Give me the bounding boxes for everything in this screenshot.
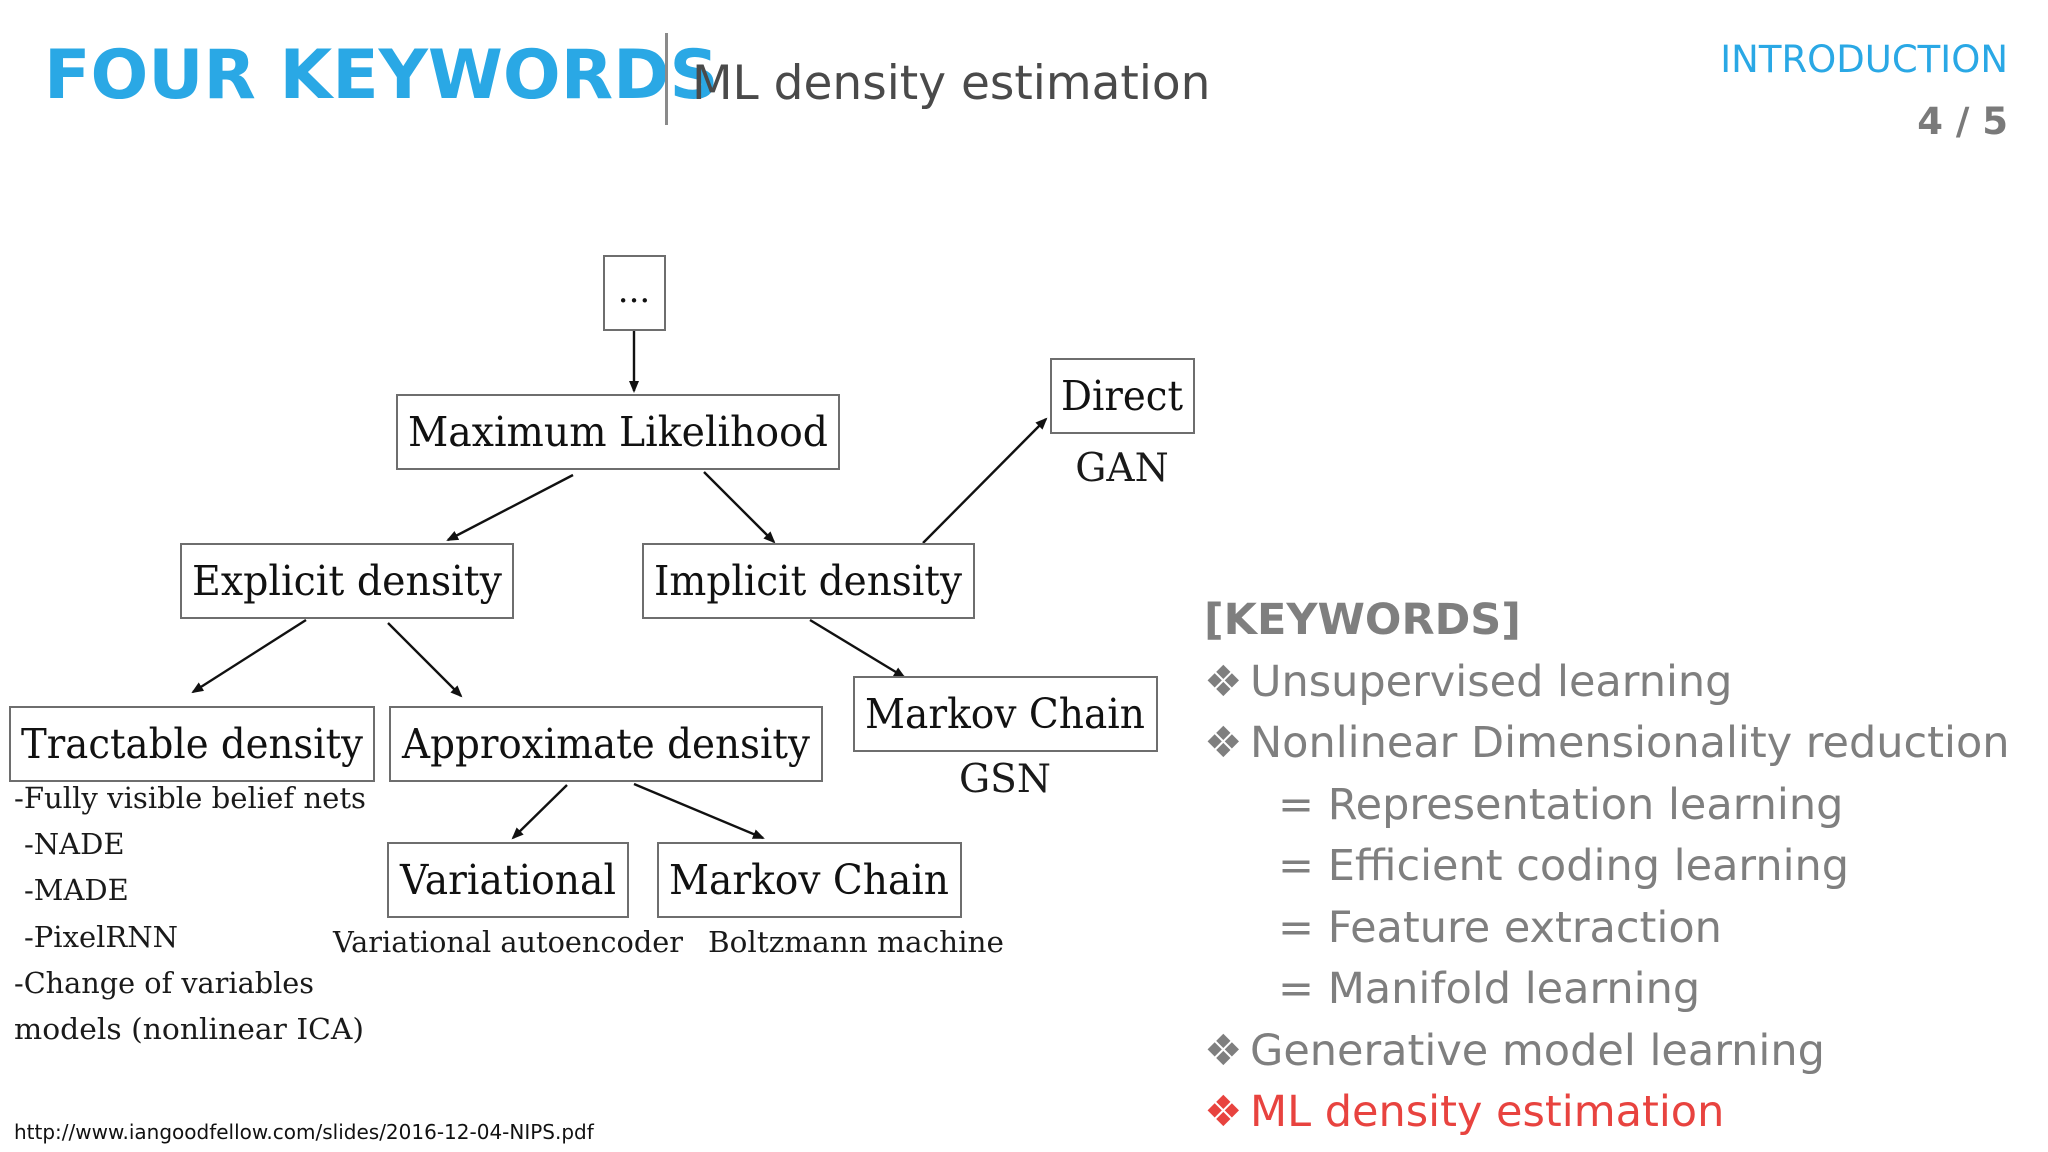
keywords-heading: [KEYWORDS] xyxy=(1204,595,1521,645)
edge-implicit-to-direct xyxy=(922,417,1048,544)
tractable-model-item: -MADE xyxy=(24,873,129,907)
keyword-label: ML density estimation xyxy=(1250,1087,1725,1137)
node-implicit-density: Implicit density xyxy=(642,543,975,619)
slide-title: FOUR KEYWORDS xyxy=(44,36,719,115)
tractable-model-item: -NADE xyxy=(24,827,125,861)
keywords-panel: [KEYWORDS] ❖Unsupervised learning ❖Nonli… xyxy=(1204,590,2010,1144)
node-approximate-density: Approximate density xyxy=(389,706,823,782)
tractable-model-item: -PixelRNN xyxy=(24,920,178,954)
node-approximate-density-label: Approximate density xyxy=(401,720,811,768)
node-ellipsis-label: ... xyxy=(618,271,650,311)
node-maximum-likelihood: Maximum Likelihood xyxy=(396,394,840,470)
source-url: http://www.iangoodfellow.com/slides/2016… xyxy=(14,1120,594,1144)
node-tractable-density: Tractable density xyxy=(9,706,375,782)
edge-explicit-to-approximate xyxy=(387,622,463,698)
page-counter: 4 / 5 xyxy=(1917,100,2008,143)
method-gan: GAN xyxy=(1075,446,1168,491)
keyword-synonym: = Feature extraction xyxy=(1278,902,1722,953)
method-gsn: GSN xyxy=(959,757,1051,802)
node-direct-label: Direct xyxy=(1061,372,1183,420)
keyword-label: Generative model learning xyxy=(1250,1025,1825,1076)
node-implicit-density-label: Implicit density xyxy=(654,557,963,605)
node-markov-chain-implicit: Markov Chain xyxy=(853,676,1158,752)
diamond-bullet-icon: ❖ xyxy=(1204,1087,1243,1137)
edge-maxlikelihood-to-implicit xyxy=(703,471,776,544)
keyword-label: Nonlinear Dimensionality reduction xyxy=(1250,718,2010,768)
node-variational: Variational xyxy=(387,842,629,918)
tractable-model-item: models (nonlinear ICA) xyxy=(14,1012,364,1046)
tractable-model-item: -Change of variables xyxy=(14,966,314,1000)
diamond-bullet-icon: ❖ xyxy=(1204,718,1243,768)
keyword-label: Unsupervised learning xyxy=(1250,656,1733,707)
title-divider xyxy=(665,33,668,125)
node-maximum-likelihood-label: Maximum Likelihood xyxy=(408,408,828,456)
keyword-item: ❖Unsupervised learning xyxy=(1204,652,2010,714)
keyword-item: ❖Nonlinear Dimensionality reduction xyxy=(1204,713,2010,775)
node-markov-chain-implicit-label: Markov Chain xyxy=(865,690,1145,738)
edge-explicit-to-tractable xyxy=(191,618,307,694)
node-markov-chain-approximate: Markov Chain xyxy=(657,842,962,918)
keyword-synonym: = Efficient coding learning xyxy=(1278,841,1850,891)
edge-maxlikelihood-to-explicit xyxy=(446,473,574,542)
diamond-bullet-icon: ❖ xyxy=(1204,656,1243,707)
slide-subtitle: ML density estimation xyxy=(692,56,1211,111)
node-direct: Direct xyxy=(1050,358,1195,434)
tractable-model-item: -Fully visible belief nets xyxy=(14,781,366,815)
tractable-model-list: -Fully visible belief nets -NADE -MADE -… xyxy=(14,781,366,1046)
node-tractable-density-label: Tractable density xyxy=(21,720,364,768)
edge-approximate-to-variational xyxy=(511,784,568,840)
method-variational-autoencoder: Variational autoencoder xyxy=(332,925,683,959)
node-variational-label: Variational xyxy=(399,856,616,904)
keyword-synonym: = Manifold learning xyxy=(1278,964,1701,1014)
method-boltzmann-machine: Boltzmann machine xyxy=(708,925,1004,959)
section-label: INTRODUCTION xyxy=(1720,38,2008,81)
node-markov-chain-approximate-label: Markov Chain xyxy=(669,856,949,904)
keyword-item: ❖Generative model learning xyxy=(1204,1021,2010,1083)
diamond-bullet-icon: ❖ xyxy=(1204,1025,1243,1076)
node-explicit-density-label: Explicit density xyxy=(192,557,503,605)
keyword-synonym: = Representation learning xyxy=(1278,779,1844,830)
keyword-item-current: ❖ML density estimation xyxy=(1204,1082,2010,1144)
node-explicit-density: Explicit density xyxy=(180,543,514,619)
node-ellipsis: ... xyxy=(603,255,666,331)
edge-implicit-to-markov xyxy=(809,618,906,679)
edge-approximate-to-markov xyxy=(633,782,765,840)
